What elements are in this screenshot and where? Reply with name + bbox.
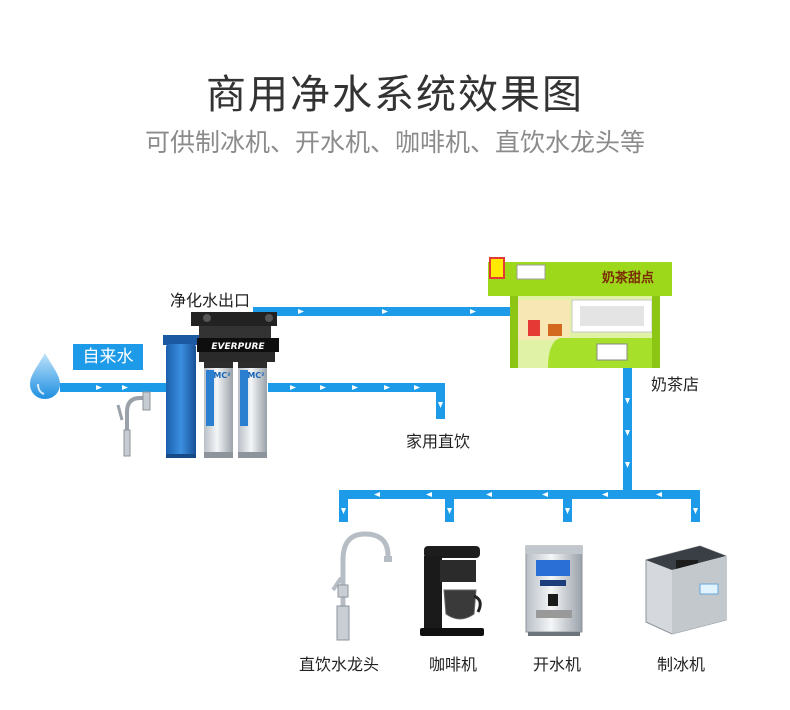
flow-arrows — [96, 309, 698, 514]
water-boiler-icon — [525, 545, 583, 636]
prefilter-housing-icon — [163, 335, 199, 458]
pipe-home-drop — [436, 383, 445, 419]
model-text-left: MC² — [213, 371, 231, 380]
pipe-distribution — [339, 490, 700, 499]
milk-tea-shop-label: 奶茶店 — [651, 375, 700, 394]
coffee-machine-icon — [420, 546, 484, 636]
brand-text: EVERPURE — [211, 342, 265, 352]
faucet-label: 直饮水龙头 — [299, 655, 380, 674]
home-drinking-label: 家用直饮 — [406, 432, 471, 451]
coffee-machine-label: 咖啡机 — [429, 655, 478, 674]
page-title: 商用净水系统效果图 — [206, 72, 584, 118]
page-subtitle: 可供制冰机、开水机、咖啡机、直饮水龙头等 — [144, 128, 645, 157]
pipe-inlet — [60, 383, 172, 392]
ice-maker-icon — [645, 545, 727, 635]
pipe-drop-ice — [691, 490, 700, 522]
purified-outlet-label: 净化水出口 — [170, 291, 251, 310]
inlet-faucet-icon — [116, 391, 151, 457]
water-drop-icon — [30, 353, 60, 399]
milk-tea-shop-icon: 奶茶甜点 — [488, 257, 672, 368]
pipe-drop-coffee — [445, 490, 454, 522]
filter-system-icon: EVERPURE MC² MC² — [191, 312, 279, 458]
faucet-icon — [331, 531, 392, 641]
water-boiler-label: 开水机 — [533, 655, 582, 674]
tap-water-label: 自来水 — [73, 344, 143, 370]
shop-sign-text: 奶茶甜点 — [601, 270, 654, 286]
pipe-drop-boiler — [563, 490, 572, 522]
pipe-drop-faucet — [339, 490, 348, 522]
ice-maker-label: 制冰机 — [657, 655, 706, 674]
model-text-right: MC² — [247, 371, 265, 380]
